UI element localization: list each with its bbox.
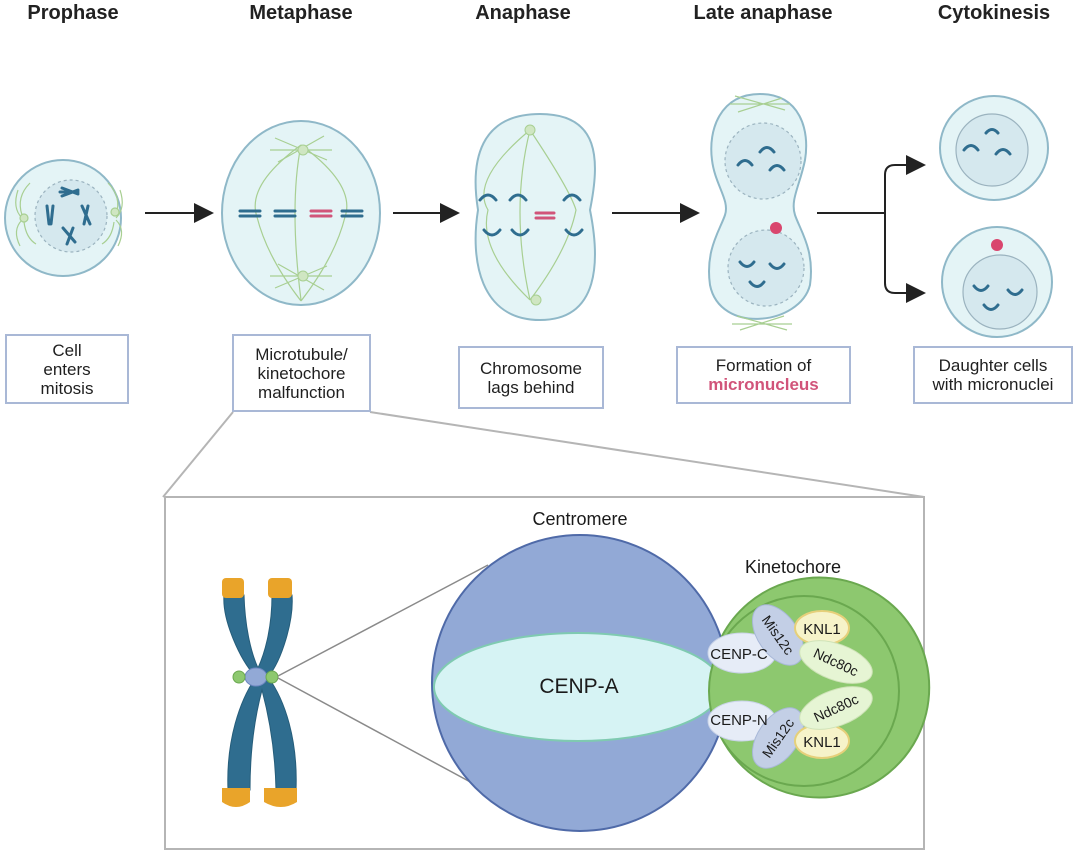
caption-anaphase: Chromosome lags behind [458,346,604,409]
stage-title-anaphase: Anaphase [475,2,571,24]
daughter-cell-top [939,95,1049,201]
mis12c-bottom-protein [752,707,804,769]
telomere [222,788,250,807]
mis12c-top-protein [752,604,804,666]
caption-line: Microtubule/ [255,344,348,364]
cenp-c-label: CENP-C [710,646,768,663]
lagging-chromosome [309,209,333,218]
knl1-bottom-label: KNL1 [803,734,841,751]
cenp-n-label: CENP-N [710,712,768,729]
kinetochore [707,576,931,799]
stage-title-prophase: Prophase [27,2,119,24]
caption-line: Formation of [715,356,812,375]
stage-title-cytokinesis: Cytokinesis [937,2,1051,24]
caption-metaphase: Microtubule/ kinetochore malfunction [232,334,371,412]
caption-late-anaphase: Formation of micronucleus [676,346,851,404]
stage-title-metaphase: Metaphase [249,2,353,24]
knl1-top-label: KNL1 [803,621,841,638]
caption-line: Daughter cells [938,356,1048,375]
daughter-cell-bottom [941,226,1053,338]
caption-line: with micronuclei [932,375,1054,394]
micronucleus [991,239,1003,251]
caption-line: mitosis [40,378,94,398]
caption-line: malfunction [258,382,345,402]
micronucleus [770,222,782,234]
ndc80c-bottom-protein [799,686,873,730]
caption-line: Cell [52,340,82,360]
spindle-left [15,182,37,247]
zoom-connector [162,411,925,498]
branch-arrows [817,155,926,303]
caption-cytokinesis: Daughter cells with micronuclei [913,346,1073,404]
stage-title-late-anaphase: Late anaphase [693,2,833,24]
caption-line: enters [43,359,91,379]
caption-prophase: Cell enters mitosis [5,334,129,404]
caption-line: lags behind [487,377,575,397]
cenp-a-label: CENP-A [539,675,618,698]
telomere [264,788,297,807]
caption-highlight-micronucleus: micronucleus [708,375,819,394]
caption-line: kinetochore [257,363,346,383]
ndc80c-top-protein [799,640,873,684]
late-anaphase-cell [708,92,812,331]
chromosomes [45,186,92,246]
centromere [431,534,729,832]
telomere [222,578,244,598]
spindle-right [101,182,123,247]
kinetochore-label: Kinetochore [745,557,841,577]
metaphase-cell [221,120,381,306]
centromere-label: Centromere [532,509,627,529]
chromosome-illustration [222,578,297,807]
prophase-cell [4,159,123,277]
centromere-zoom-lines [277,564,489,792]
telomere [268,578,292,598]
caption-line: Chromosome [479,358,583,378]
anaphase-cell [474,112,596,322]
